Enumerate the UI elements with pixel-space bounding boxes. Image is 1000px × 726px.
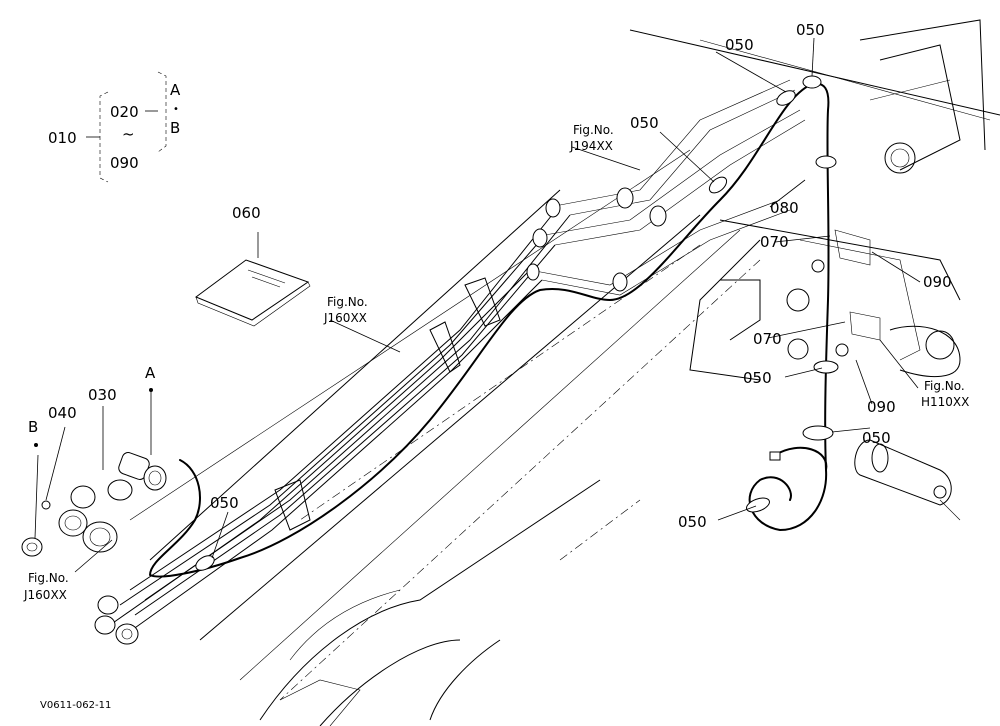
fig-ref-j160-conn-code: J160XX: [23, 588, 67, 602]
legend-brackets: [86, 71, 167, 183]
label-070-upper: 070: [760, 233, 789, 251]
label-050-arm-pivot: 050: [796, 21, 825, 39]
label-050-arm-mid: 050: [630, 114, 659, 132]
fig-ref-j160-boom-prefix: Fig.No.: [327, 295, 368, 309]
label-050-right-upper: 050: [743, 369, 772, 387]
legend-variant-dot: •: [173, 104, 179, 115]
fig-ref-j160-conn-prefix: Fig.No.: [28, 571, 69, 585]
label-070-lower: 070: [753, 330, 782, 348]
label-030: 030: [88, 386, 117, 404]
boom-outline: [129, 19, 1000, 726]
legend-variant-b: B: [170, 119, 180, 137]
legend-root: 010: [48, 129, 77, 147]
label-060: 060: [232, 204, 261, 222]
label-090-lower: 090: [867, 398, 896, 416]
label-090-upper: 090: [923, 273, 952, 291]
legend: 010 020 ~ 090 A • B: [48, 81, 181, 172]
legend-range-end: 090: [110, 154, 139, 172]
label-050-bottom-loop: 050: [678, 513, 707, 531]
fig-ref-j160-boom-code: J160XX: [323, 311, 367, 325]
label-080: 080: [770, 199, 799, 217]
fig-ref-h110-code: H110XX: [921, 395, 969, 409]
manual-booklet-060: [194, 232, 311, 327]
wire-harness: [149, 82, 830, 578]
wire-clamps: [195, 75, 881, 571]
leader-lines: [34, 37, 921, 573]
drawing-code: V0611-062-11: [40, 700, 111, 711]
label-050-arm-top: 050: [725, 36, 754, 54]
label-point-a: A: [145, 364, 156, 382]
legend-range-start: 020: [110, 103, 139, 121]
hydraulic-pipes: [94, 79, 806, 645]
label-040: 040: [48, 404, 77, 422]
fig-ref-h110-prefix: Fig.No.: [924, 379, 965, 393]
label-050-boom-lower: 050: [210, 494, 239, 512]
fig-ref-j194-prefix: Fig.No.: [573, 123, 614, 137]
label-050-right-lower: 050: [862, 429, 891, 447]
fig-ref-j194-code: J194XX: [569, 139, 613, 153]
legend-range-sep: ~: [122, 125, 135, 143]
figure-references: Fig.No. J194XX Fig.No. J160XX Fig.No. J1…: [23, 123, 969, 602]
connector-parts: [21, 388, 167, 557]
label-point-b: B: [28, 418, 38, 436]
legend-variant-a: A: [170, 81, 181, 99]
part-labels: 060 030 040 A B 050 050 050 050 050 050 …: [28, 21, 952, 531]
